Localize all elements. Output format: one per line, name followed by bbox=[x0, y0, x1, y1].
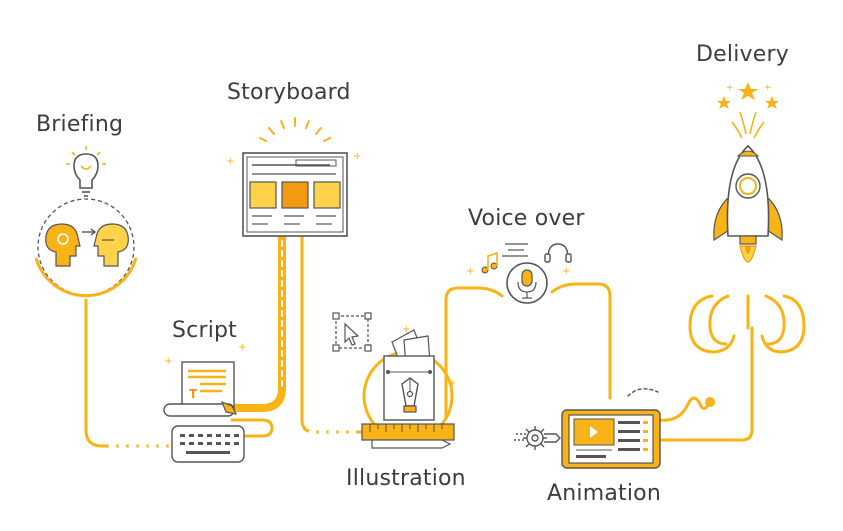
pen-tool-easel-icon: + + bbox=[332, 312, 456, 449]
headphones-icon bbox=[544, 243, 572, 263]
connector-script-storyboard bbox=[228, 232, 286, 412]
svg-text:+: + bbox=[226, 156, 234, 167]
svg-text:+: + bbox=[562, 266, 570, 277]
storyboard-frame-icon: + + bbox=[226, 117, 361, 237]
microphone-icon: + + bbox=[466, 243, 572, 304]
stage-label-delivery: Delivery bbox=[696, 42, 789, 67]
stage-label-storyboard: Storyboard bbox=[227, 80, 351, 105]
stage-label-animation: Animation bbox=[547, 481, 661, 506]
svg-text:+: + bbox=[764, 83, 772, 93]
svg-text:+: + bbox=[402, 324, 410, 335]
connector-paths bbox=[84, 232, 754, 448]
tablet-video-icon bbox=[514, 409, 661, 469]
rocket-icon: + + bbox=[688, 82, 806, 354]
svg-text:+: + bbox=[726, 83, 734, 93]
lightbulb-icon bbox=[66, 146, 106, 197]
stars-icon: + + bbox=[717, 82, 779, 109]
music-note-icon bbox=[481, 251, 498, 274]
typewriter-icon: T + + bbox=[163, 342, 246, 463]
svg-text:+: + bbox=[238, 342, 246, 353]
svg-text:+: + bbox=[466, 266, 474, 277]
svg-text:T: T bbox=[189, 387, 198, 401]
connector-animation-delivery bbox=[658, 326, 754, 442]
connector-illustration-voiceover bbox=[444, 286, 504, 420]
gear-icon bbox=[514, 426, 561, 450]
stage-label-illustration: Illustration bbox=[346, 466, 466, 491]
svg-text:+: + bbox=[164, 356, 172, 367]
stage-label-voice-over: Voice over bbox=[468, 206, 585, 231]
stage-label-briefing: Briefing bbox=[36, 112, 124, 137]
connector-voiceover-animation bbox=[550, 282, 612, 400]
svg-text:+: + bbox=[448, 378, 456, 389]
connector-briefing-script bbox=[84, 298, 174, 448]
svg-text:+: + bbox=[353, 151, 361, 162]
briefing-icon bbox=[34, 146, 138, 298]
stage-label-script: Script bbox=[172, 318, 238, 343]
selection-tool-icon bbox=[332, 312, 372, 352]
